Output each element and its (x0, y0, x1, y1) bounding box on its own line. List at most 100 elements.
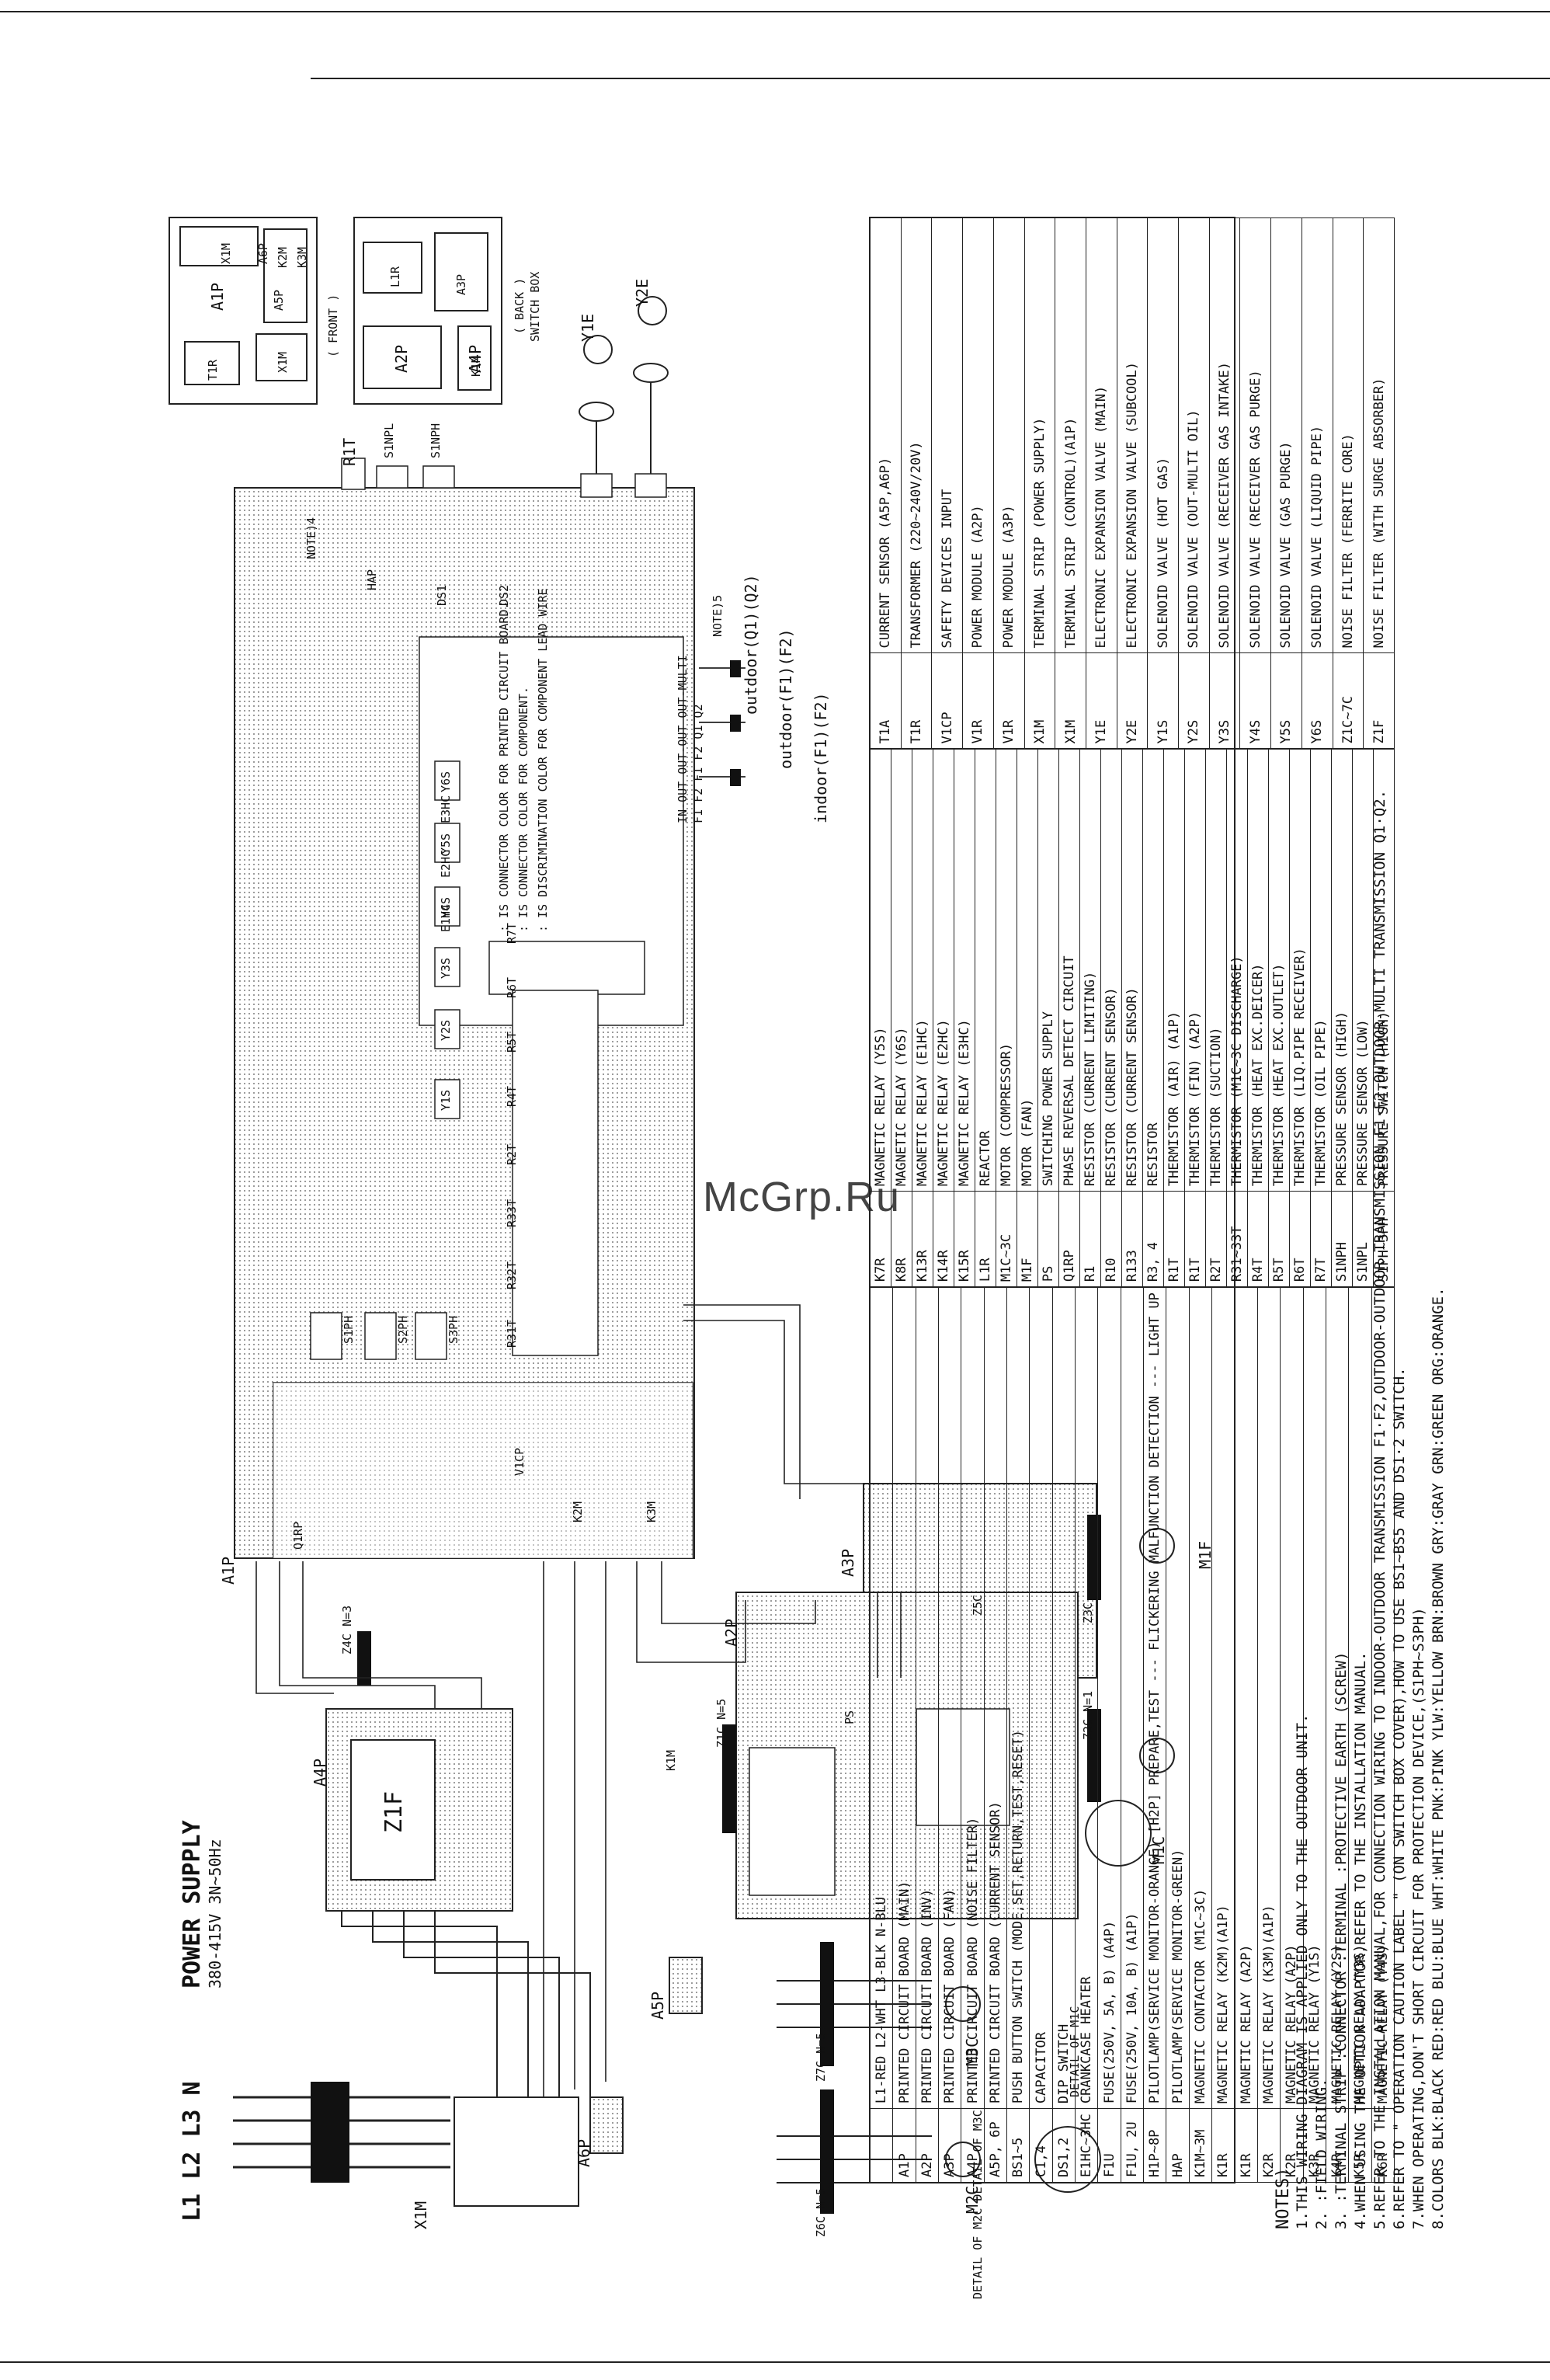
legend-description: MAGNETIC RELAY (E1HC) (912, 749, 933, 1192)
label-ds1: DS1 (435, 584, 449, 606)
label-outdoor1: outdoor(F1)(F2) (777, 628, 795, 769)
label-z7c: Z7C N=5 (814, 2032, 828, 2082)
label-z1c: Z1C N=5 (714, 1698, 728, 1748)
legend-code: R4T (1247, 1191, 1269, 1287)
legend-code: A1P (892, 2108, 916, 2183)
notes-heading: NOTES) (1274, 2167, 1293, 2229)
label-z1f: Z1F (381, 1790, 408, 1833)
box-front-caption: ( FRONT ) (326, 294, 340, 357)
legend-code: K14R (933, 1191, 954, 1287)
note-item: 1.THIS WIRING DIAGRAM IS APPLIED ONLY TO… (1294, 1714, 1311, 2229)
legend-header-phases: L1-RED L2-WHT L3-BLK N-BLU (870, 1287, 893, 2109)
box-back-switchbox: SWITCH BOX (528, 271, 542, 342)
switchbox-back (353, 217, 502, 405)
box-front-k3m: K3M (295, 246, 309, 268)
legend-code: R10 (1100, 1191, 1122, 1287)
legend-description: ELECTRONIC EXPANSION VALVE (MAIN) (1086, 217, 1117, 653)
legend-code: X1M (1024, 652, 1055, 749)
legend-code: M1F (1017, 1191, 1038, 1287)
legend-description: THERMISTOR (AIR) (A1P) (1163, 749, 1185, 1192)
legend-header-row: L1-RED L2-WHT L3-BLK N-BLU (870, 1287, 893, 2183)
legend-description: SOLENOID VALVE (OUT-MULTI OIL) (1178, 217, 1210, 653)
legend-code: K8R (891, 1191, 912, 1287)
legend-code: Q1RP (1058, 1191, 1080, 1287)
label-note4: NOTE)4 (304, 517, 318, 559)
label-y1e: Y1E (579, 313, 597, 342)
legend-description: MAGNETIC RELAY (A2P) (1235, 1287, 1258, 2109)
legend-description: FUSE(250V, 10A, B) (A1P) (1121, 1287, 1144, 2109)
legend-description: TRANSFORMER (220~240V/20V) (901, 217, 932, 653)
legend-description: MAGNETIC RELAY (E3HC) (954, 749, 975, 1192)
x1m-pins: F1 F2 F1 F2 Q1 Q2 (691, 704, 705, 823)
bottom-rule (0, 2361, 1550, 2363)
legend-code: R31~33T (1226, 1191, 1248, 1287)
legend-description: SOLENOID VALVE (RECEIVER GAS PURGE) (1239, 217, 1271, 653)
valve-y1s: Y1S (439, 1089, 453, 1111)
note-item: 7.WHEN OPERATING,DON'T SHORT CIRCUIT FOR… (1410, 1607, 1427, 2229)
therm-r4t: R4T (505, 1085, 519, 1107)
heater-e3hc: E3HC (439, 795, 453, 823)
legend-code: L1R (975, 1191, 996, 1287)
legend-description: CURRENT SENSOR (A5P,A6P) (870, 217, 902, 653)
legend-description: PRINTED CIRCUIT BOARD (MAIN) (892, 1287, 916, 2109)
legend-description: CRANKCASE HEATER (1075, 1287, 1098, 2109)
switchbox-front (169, 217, 318, 405)
legend-description: MAGNETIC CONTACTOR (M1C~3C) (1189, 1287, 1212, 2109)
legend-description: TERMINAL STRIP (POWER SUPPLY) (1024, 217, 1055, 653)
label-a1p: A1P (219, 1556, 238, 1585)
legend-description: PRINTED CIRCUIT BOARD (INV) (916, 1287, 939, 2109)
legend-description: THERMISTOR (SUCTION) (1205, 749, 1227, 1192)
power-supply-lines: L1 L2 L3 N (179, 2081, 206, 2222)
box-front-a5p: A5P (272, 289, 286, 311)
note-item: 4.WHEN USING THE OPTION ADAPTOR,REFER TO… (1352, 1651, 1369, 2229)
legend-code: Y4S (1239, 652, 1271, 749)
note-item: 2. :FIELD WIRING. (1313, 2078, 1330, 2229)
legend-description: RESISTOR (1142, 749, 1164, 1192)
box-back-l1r: L1R (388, 266, 402, 287)
legend-code: PS (1037, 1191, 1059, 1287)
legend-description: SAFETY DEVICES INPUT (931, 217, 963, 653)
legend-description: THERMISTOR (HEAT EXC.DEICER) (1247, 749, 1269, 1192)
label-outdoor2: outdoor(Q1)(Q2) (742, 574, 760, 715)
legend-description: MAGNETIC RELAY (Y5S) (870, 749, 891, 1192)
legend-description: CAPACITOR (1029, 1287, 1053, 2109)
box-front-x1m-a: X1M (219, 242, 233, 264)
label-a4p: A4P (311, 1758, 329, 1787)
legend-code: A5P, 6P (984, 2108, 1007, 2183)
legend-description: PRINTED CIRCUIT BOARD (FAN) (938, 1287, 961, 2109)
heater-e2hc: E2HC (439, 849, 453, 878)
legend-code: F1U (1097, 2108, 1121, 2183)
box-back-a4p: A4P (466, 344, 485, 373)
legend-code: K1R (1211, 2108, 1235, 2183)
label-s1nph: S1NPH (429, 423, 443, 458)
label-a6p: A6P (575, 2138, 593, 2167)
legend-code: F1U, 2U (1121, 2108, 1144, 2183)
legend-code: R3, 4 (1142, 1191, 1164, 1287)
legend-code: A3P (938, 2108, 961, 2183)
legend-description: RESISTOR (CURRENT SENSOR) (1100, 749, 1122, 1192)
legend-description: FUSE(250V, 5A, B) (A4P) (1097, 1287, 1121, 2109)
